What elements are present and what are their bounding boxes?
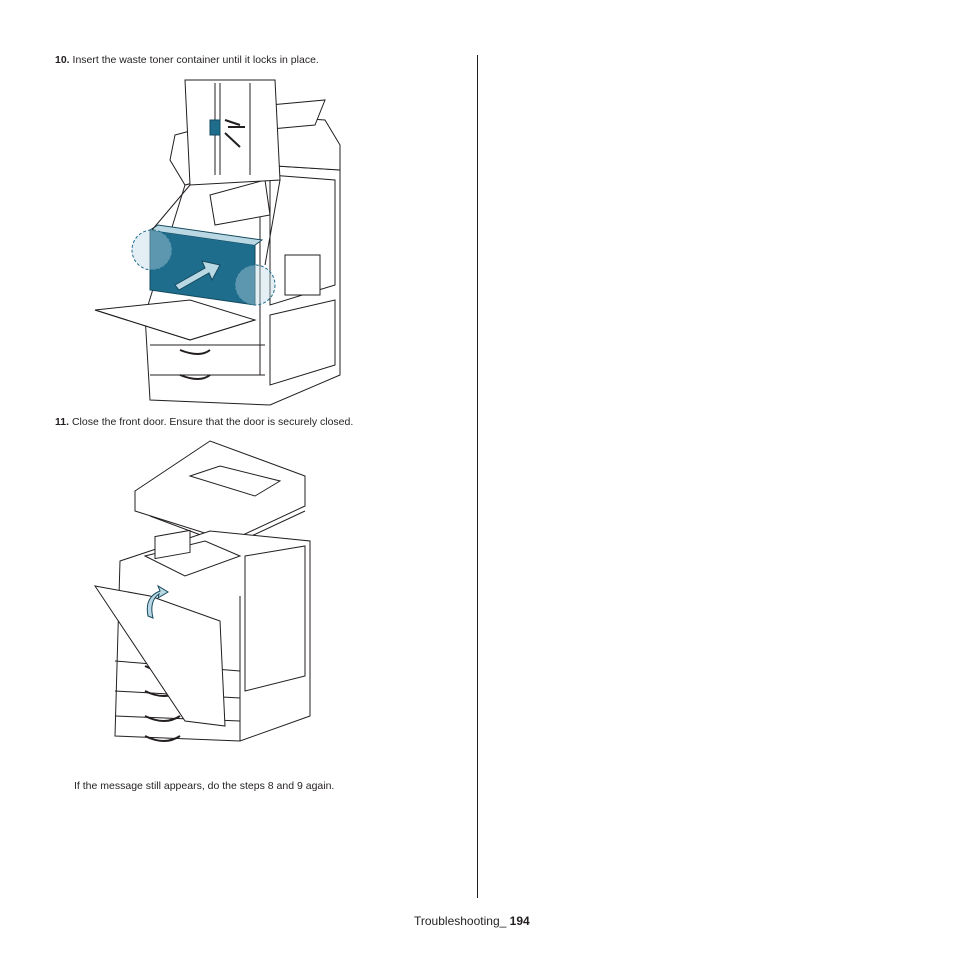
step-number: 11. — [55, 416, 70, 428]
step-number: 10. — [55, 54, 70, 66]
close-front-door-illustration — [93, 440, 311, 742]
step-text: Close the front door. Ensure that the do… — [71, 416, 354, 428]
step-11: 11. Close the front door. Ensure that th… — [55, 416, 353, 429]
step-10: 10. Insert the waste toner container unt… — [55, 54, 319, 67]
step-text: Insert the waste toner container until i… — [72, 54, 319, 66]
note-text: If the message still appears, do the ste… — [74, 780, 335, 792]
footer-section: Troubleshooting_ — [414, 914, 507, 928]
page-footer: Troubleshooting_ 194 — [414, 914, 530, 928]
waste-toner-insert-illustration — [94, 79, 341, 406]
page-number: 194 — [509, 914, 530, 928]
column-divider — [477, 55, 478, 898]
